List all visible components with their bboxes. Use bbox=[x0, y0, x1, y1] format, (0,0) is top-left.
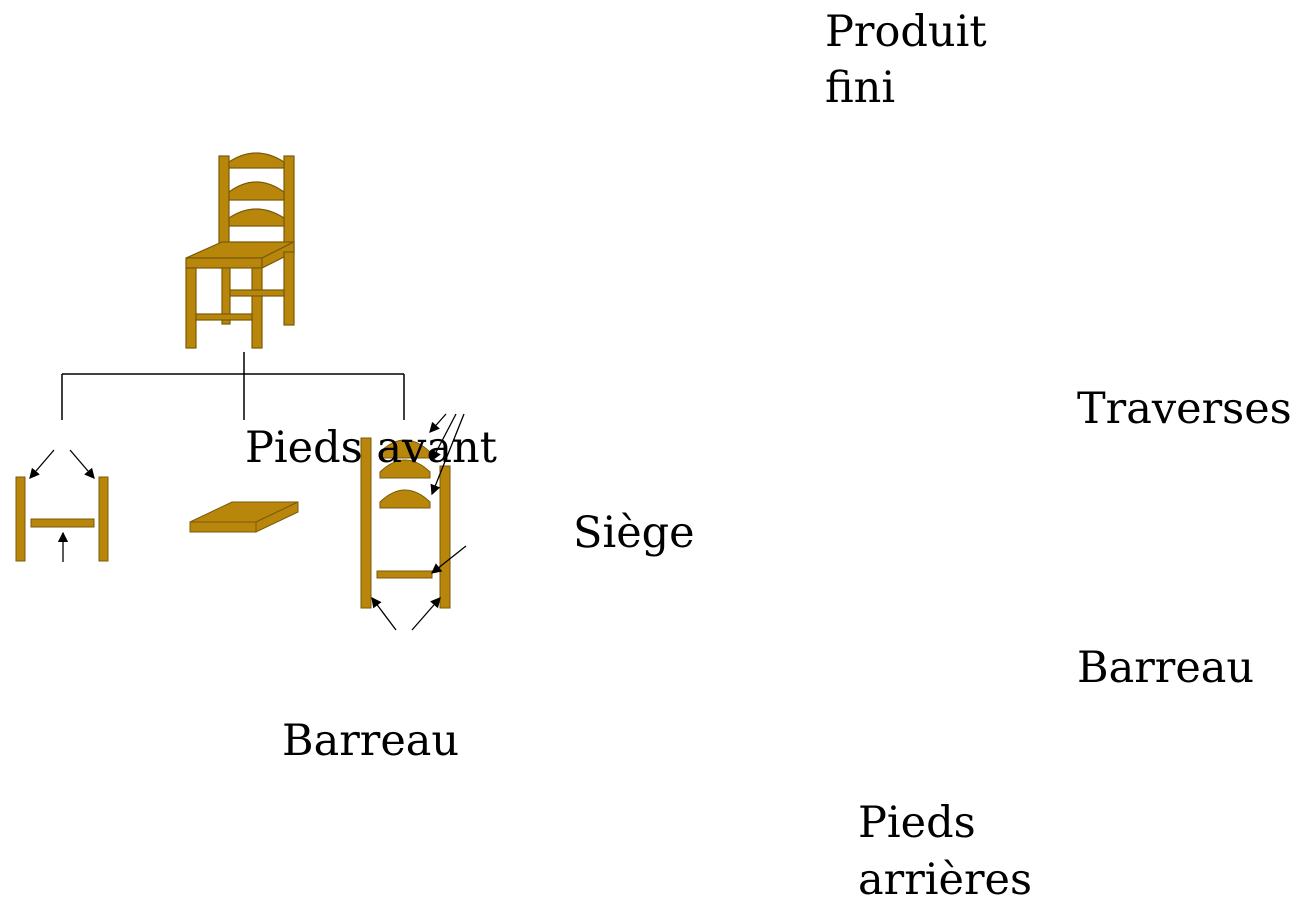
assembled-chair-icon bbox=[185, 152, 295, 349]
tree-connector-lines bbox=[61, 352, 405, 420]
seat-piece-icon bbox=[189, 501, 299, 533]
label-seat: Siège bbox=[573, 508, 695, 558]
label-rear-legs-line2: arrières bbox=[858, 855, 1033, 905]
back-assembly-icon bbox=[360, 413, 467, 631]
label-front-legs: Pieds avant bbox=[245, 423, 497, 473]
label-rung-left: Barreau bbox=[282, 716, 460, 766]
label-rung-right: Barreau bbox=[1077, 643, 1255, 693]
label-finished-product-line1: Produit bbox=[825, 7, 987, 57]
front-legs-assembly-icon bbox=[15, 449, 109, 562]
label-crossbars: Traverses bbox=[1077, 384, 1292, 434]
label-rear-legs-line1: Pieds bbox=[858, 798, 976, 848]
label-finished-product-line2: fini bbox=[825, 63, 896, 113]
